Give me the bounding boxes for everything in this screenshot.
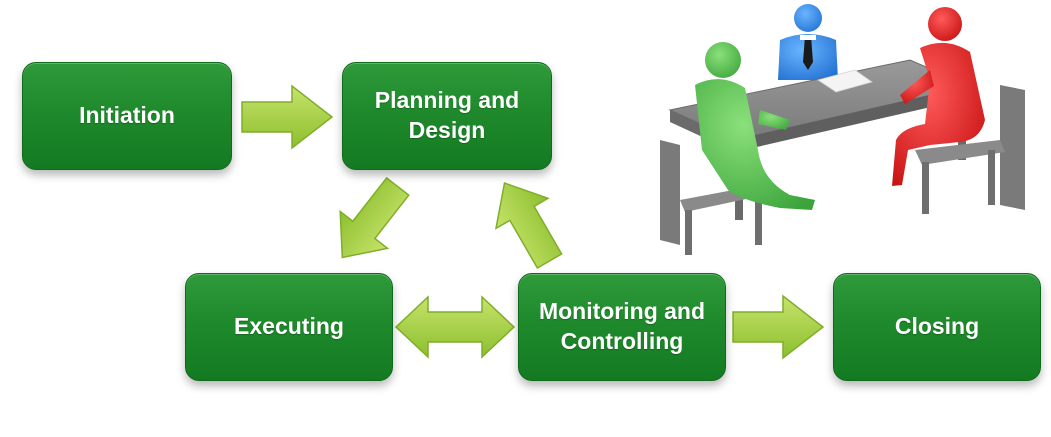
meeting-illustration: [660, 4, 1025, 255]
node-planning-and-design: Planning and Design: [342, 62, 552, 170]
node-executing: Executing: [185, 273, 393, 381]
arrow-monitoring-to-closing: [732, 294, 825, 360]
node-label: Monitoring and Controlling: [538, 298, 706, 354]
arrow-planning-to-executing: [339, 176, 410, 259]
red-person-icon: [892, 7, 1025, 214]
node-label: Initiation: [79, 102, 175, 129]
node-label: Executing: [234, 313, 344, 340]
node-label: Planning and Design: [374, 87, 520, 143]
arrow-monitoring-to-planning: [494, 182, 563, 269]
node-initiation: Initiation: [22, 62, 232, 170]
blue-person-icon: [778, 4, 838, 80]
arrow-initiation-to-planning: [241, 84, 334, 150]
node-closing: Closing: [833, 273, 1041, 381]
green-person-icon: [660, 42, 815, 255]
node-monitoring-and-controlling: Monitoring and Controlling: [518, 273, 726, 381]
arrow-executing-monitoring-bidirectional: [394, 295, 516, 359]
node-label: Closing: [894, 313, 980, 340]
